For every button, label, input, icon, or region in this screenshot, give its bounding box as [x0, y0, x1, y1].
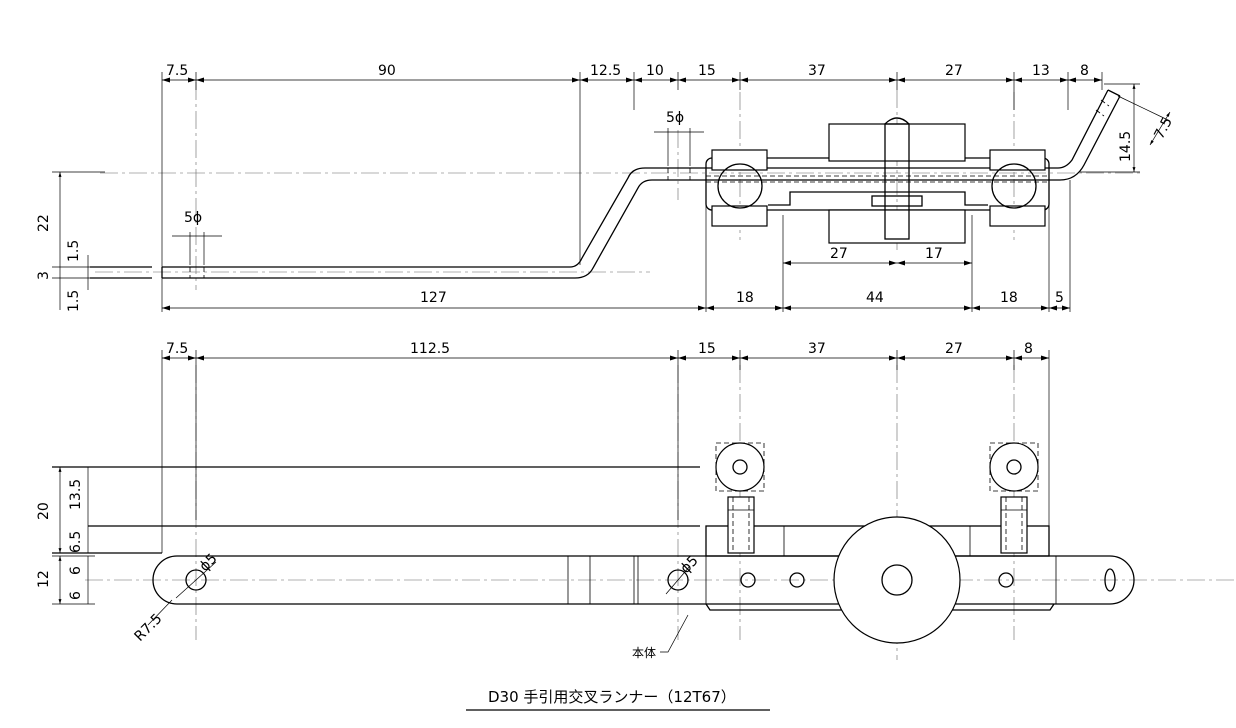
front-dim-7-5: 7.5: [166, 341, 188, 357]
hole-dim-mid: 5ϕ: [666, 110, 684, 126]
front-view: 7.5 112.5 15 37 27 8: [36, 341, 1236, 660]
top-dim-13: 13: [1032, 63, 1050, 79]
inner-dim-17: 17: [925, 246, 943, 262]
top-dim-10: 10: [646, 63, 664, 79]
left-dim-3: 3: [36, 271, 52, 280]
left-dim-1-5-bot: 1.5: [66, 290, 82, 312]
top-view: 7.5 90 12.5 10 15 37 27 13 8 5ϕ 5ϕ: [36, 63, 1176, 312]
top-dim-27: 27: [945, 63, 963, 79]
top-dim-90: 90: [378, 63, 396, 79]
front-dim-15: 15: [698, 341, 716, 357]
hole-dim-left: 5ϕ: [184, 210, 202, 226]
front-left-dim-6-top: 6: [68, 566, 84, 575]
bottom-dim-127: 127: [420, 290, 447, 306]
front-dim-112-5: 112.5: [410, 341, 450, 357]
top-dim-8: 8: [1080, 63, 1089, 79]
front-dim-8: 8: [1024, 341, 1033, 357]
front-left-dim-13-5: 13.5: [68, 479, 84, 510]
top-dim-15: 15: [698, 63, 716, 79]
drawing-title: D30 手引用交叉ランナー（12T67）: [488, 688, 736, 706]
top-dim-37: 37: [808, 63, 826, 79]
front-dim-37: 37: [808, 341, 826, 357]
bottom-dim-18-right: 18: [1000, 290, 1018, 306]
front-left-dim-6-bot: 6: [68, 591, 84, 600]
front-left-dim-20: 20: [36, 502, 52, 520]
right-dim-14-5: 14.5: [1118, 131, 1134, 162]
left-dim-22: 22: [36, 214, 52, 232]
bottom-dim-18-left: 18: [736, 290, 754, 306]
radius-label: R7.5: [132, 611, 166, 645]
top-dim-7-5: 7.5: [166, 63, 188, 79]
front-dim-27: 27: [945, 341, 963, 357]
right-dim-7-5: 7.5: [1151, 115, 1176, 142]
top-dim-12-5: 12.5: [590, 63, 621, 79]
inner-dim-27: 27: [830, 246, 848, 262]
bottom-dim-44: 44: [866, 290, 884, 306]
part-label: 本体: [632, 646, 656, 660]
bottom-dim-5: 5: [1055, 290, 1064, 306]
front-left-dim-6-5: 6.5: [68, 531, 84, 553]
front-left-dim-12: 12: [36, 570, 52, 588]
left-dim-1-5-top: 1.5: [66, 240, 82, 262]
